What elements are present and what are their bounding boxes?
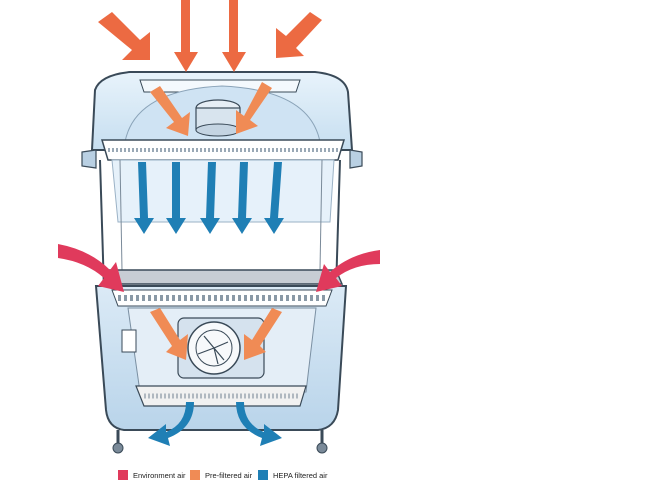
- legend-prefiltered-air: Pre-filtered air: [190, 470, 252, 480]
- legend-environment-air: Environment air: [118, 470, 186, 480]
- hepa-filter-top: [100, 139, 346, 161]
- environment-air-swatch: [118, 470, 128, 480]
- prefiltered-air-swatch: [190, 470, 200, 480]
- hepa-exhaust-arrows: [148, 402, 282, 446]
- blower-fan: [177, 317, 265, 379]
- legend-label: Pre-filtered air: [205, 470, 253, 480]
- prefiltered-air-inflow-arrows: [98, 0, 322, 72]
- prefiltered-air-base-arrows: [150, 308, 282, 360]
- environment-air-intake-arrows: [58, 244, 380, 292]
- prefiltered-air-hood-arrows: [150, 82, 272, 136]
- hepa-downflow-arrows: [134, 162, 284, 234]
- legend-label: HEPA filtered air: [273, 470, 328, 480]
- legend-hepa-filtered-air: HEPA filtered air: [258, 470, 327, 480]
- legend-label: Environment air: [133, 470, 186, 480]
- casters: [112, 430, 328, 454]
- hepa-filtered-air-swatch: [258, 470, 268, 480]
- work-surface: [100, 269, 344, 285]
